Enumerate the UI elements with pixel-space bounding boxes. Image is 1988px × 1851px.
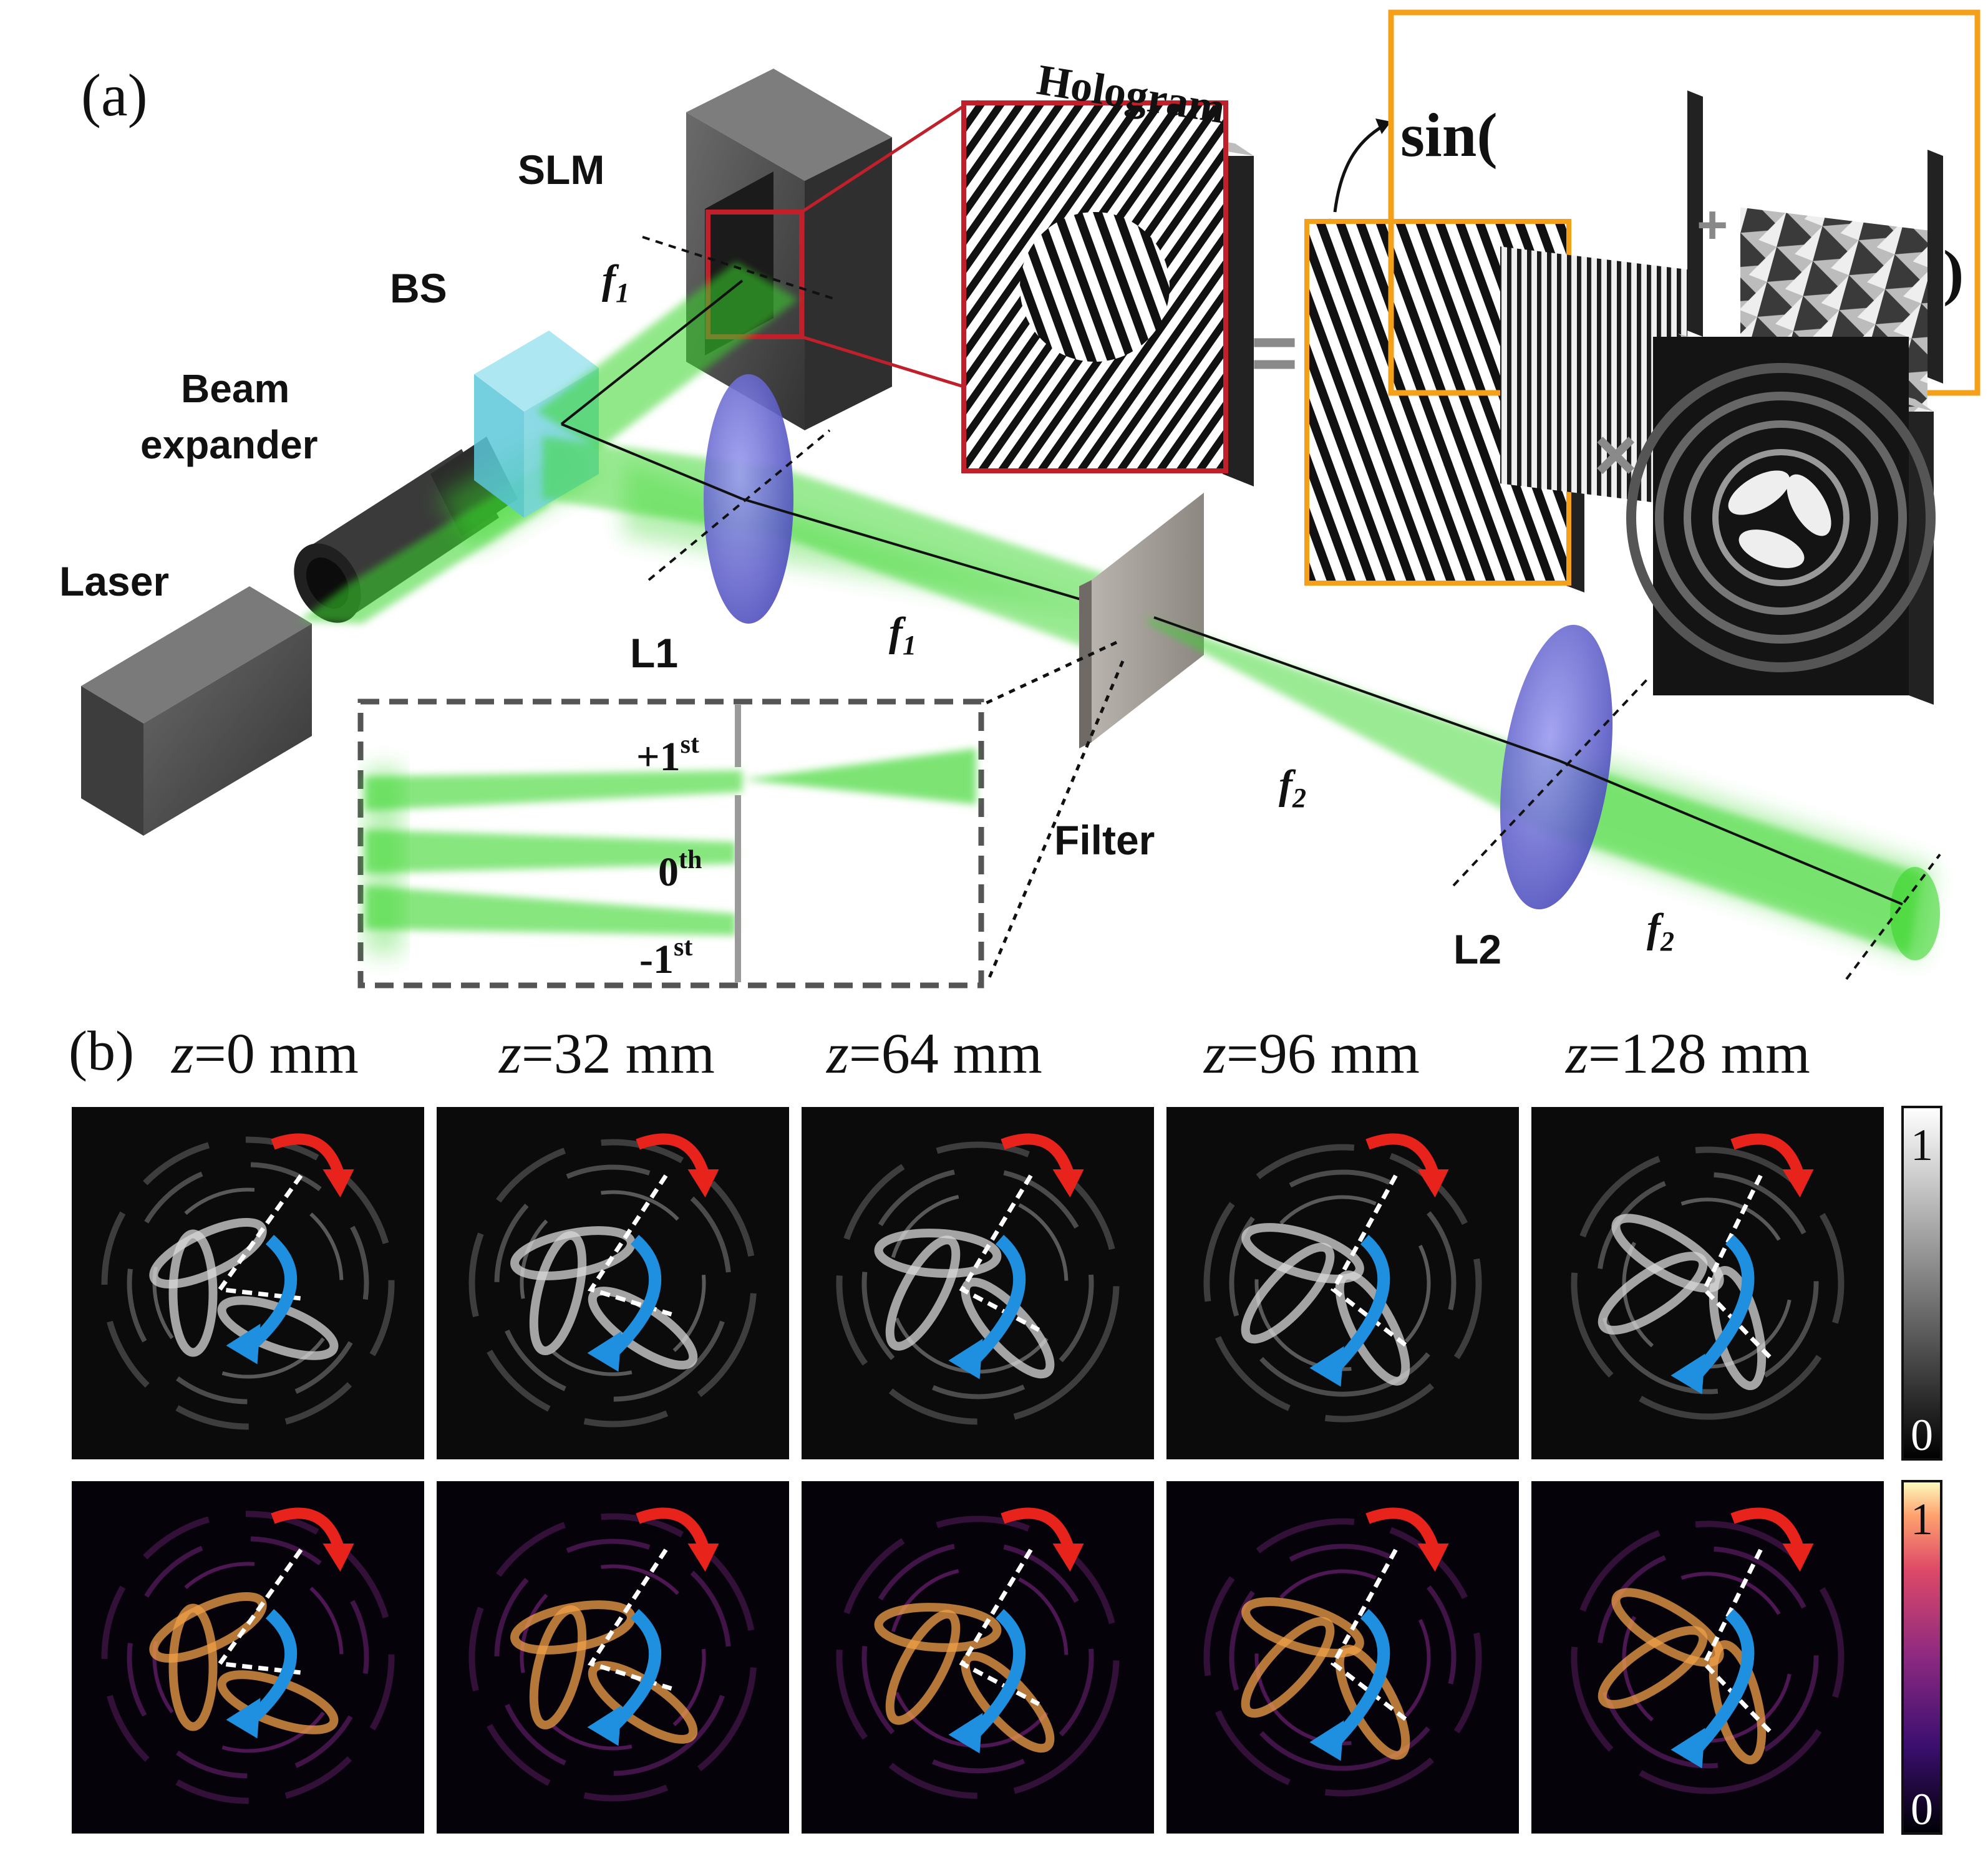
colorbar-bottom-max: 1 — [1911, 1494, 1933, 1544]
colorbar-simulation — [1901, 1480, 1942, 1835]
tile-simulation-2 — [802, 1481, 1154, 1834]
z-header-0: z=0 mm — [170, 1022, 359, 1085]
f2-label-right: f2 — [1647, 906, 1674, 957]
slm-beam — [536, 262, 798, 449]
slm-label: SLM — [518, 147, 604, 193]
sin-open-label: sin( — [1400, 100, 1498, 170]
colorbar-top-max: 1 — [1911, 1120, 1933, 1170]
panel-a-label: (a) — [81, 62, 148, 128]
plus-sign: + — [1697, 195, 1728, 255]
slm-hologram-highlight — [705, 210, 804, 339]
l2-label: L2 — [1453, 926, 1501, 972]
intensity-tiles — [72, 1107, 1884, 1834]
panel-b-label: (b) — [69, 1020, 134, 1082]
output-beam-end — [1890, 867, 1940, 960]
tile-experiment-4 — [1531, 1107, 1884, 1459]
beam-expander-label-2: expander — [140, 422, 318, 467]
envelope-panel — [1626, 334, 1936, 705]
lens-l2 — [1500, 624, 1613, 910]
tile-experiment-0 — [72, 1107, 424, 1459]
filter-plate — [1079, 493, 1204, 748]
colorbar-top-min: 0 — [1911, 1410, 1933, 1460]
colorbar-bottom-min: 0 — [1911, 1784, 1933, 1834]
f1-label-top: f1 — [602, 257, 629, 308]
tile-experiment-3 — [1166, 1107, 1519, 1459]
order-plus1-label: +1st — [636, 730, 699, 780]
beam-expander-label-1: Beam — [181, 366, 289, 411]
f2-label-left: f2 — [1279, 762, 1306, 813]
equals-sign: = — [1251, 307, 1298, 398]
tile-experiment-1 — [437, 1107, 789, 1459]
tile-simulation-1 — [437, 1481, 789, 1834]
f2-measure-lines — [1153, 616, 1941, 980]
l1-beam-glow — [624, 462, 1123, 617]
hologram-panel — [800, 100, 1254, 486]
slm-device — [686, 69, 892, 430]
z-header-1: z=32 mm — [498, 1022, 715, 1085]
tile-simulation-0 — [72, 1481, 424, 1834]
f1-label-bottom: f1 — [889, 609, 916, 660]
tile-simulation-4 — [1531, 1481, 1884, 1834]
tile-experiment-2 — [802, 1107, 1154, 1459]
bs-label: BS — [390, 265, 447, 311]
times-sign: × — [1594, 413, 1637, 496]
order-zero-label: 0th — [658, 846, 702, 895]
sin-close-label: ) — [1943, 238, 1964, 307]
diffraction-orders-inset — [357, 640, 1125, 988]
colorbar-experiment — [1901, 1106, 1942, 1461]
z-header-4: z=128 mm — [1564, 1022, 1810, 1085]
z-header-2: z=64 mm — [825, 1022, 1042, 1085]
laser-device — [81, 586, 312, 836]
l1-label: L1 — [630, 630, 678, 676]
laser-label: Laser — [59, 558, 169, 604]
filter-label: Filter — [1054, 817, 1155, 863]
z-header-3: z=96 mm — [1203, 1022, 1420, 1085]
z-column-headers: z=0 mm z=32 mm z=64 mm z=96 mm z=128 mm — [170, 1022, 1810, 1085]
order-minus1-label: -1st — [639, 933, 692, 982]
tile-simulation-3 — [1166, 1481, 1519, 1834]
f1-measure-lines — [560, 236, 1142, 619]
